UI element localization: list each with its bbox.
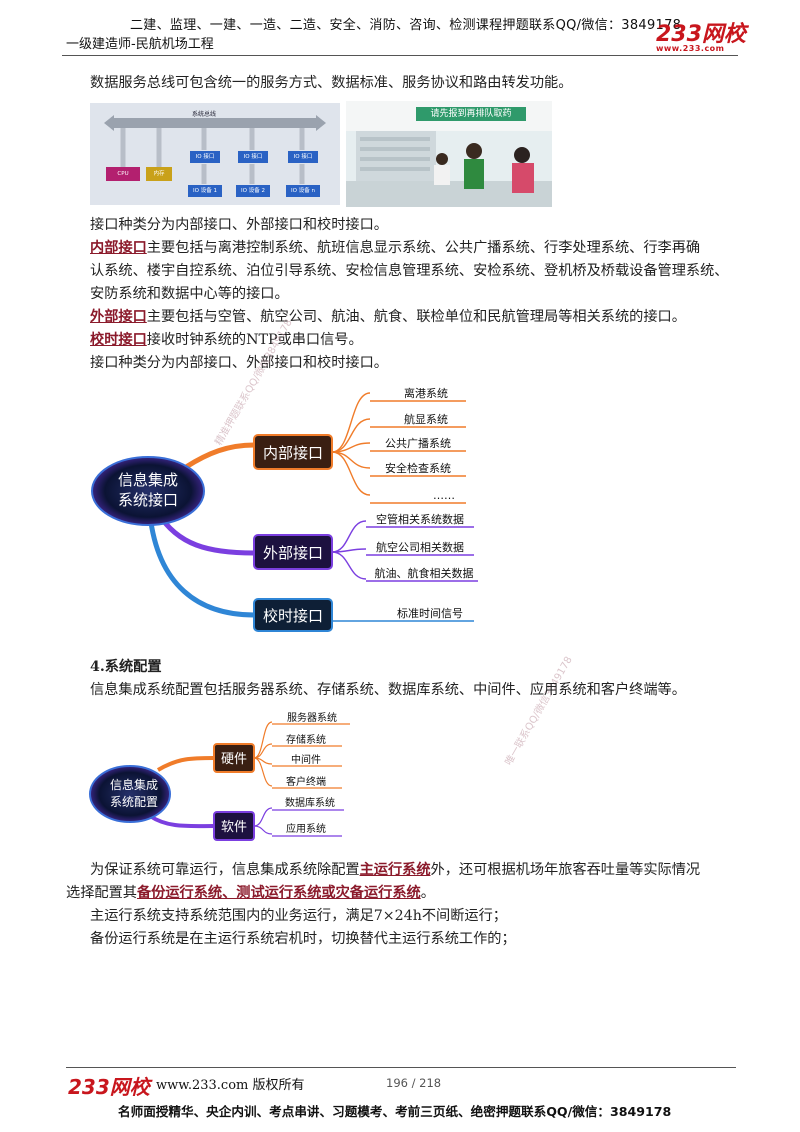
bus-title: 系统总线 <box>192 111 217 118</box>
paragraph-internal-line1: 内部接口主要包括与离港控制系统、航班信息显示系统、公共广播系统、行李处理系统、行… <box>90 237 700 260</box>
brand-logo-text: 233网校 <box>656 22 746 47</box>
term-backup-systems: 备份运行系统、测试运行系统或灾备运行系统 <box>136 885 421 901</box>
timing-text: 接收时钟系统的NTP或串口信号。 <box>146 332 363 348</box>
mm2-leaf-software-2: 应用系统 <box>286 822 326 835</box>
bus-arrows <box>104 115 326 131</box>
io-device-2: IO 设备 2 <box>236 185 270 197</box>
section4-text: 信息集成系统配置包括服务器系统、存储系统、数据库系统、中间件、应用系统和客户终端… <box>90 682 686 698</box>
mm2-center-line1: 信息集成 <box>110 777 158 792</box>
bus-diagram-figure: 系统总线 CPU 内存 IO 接口 IO 接口 IO 接口 IO 设备 1 IO… <box>90 103 340 205</box>
mm1-leaf-external-1: 空管相关系统数据 <box>376 512 464 526</box>
mm1-center-line2: 系统接口 <box>118 491 178 509</box>
internal-text-1: 主要包括与离港控制系统、航班信息显示系统、公共广播系统、行李处理系统、行李再确 <box>146 240 701 256</box>
reliability-text-a: 为保证系统可靠运行，信息集成系统除配置 <box>90 862 360 878</box>
mm1-center-line1: 信息集成 <box>118 471 178 489</box>
paragraph-interface-types: 接口种类分为内部接口、外部接口和校时接口。 <box>90 217 388 233</box>
reliability-text-c: 选择配置其 <box>66 885 137 901</box>
footer-contact-line: 名师面授精华、央企内训、考点串讲、习题模考、考前三页纸、绝密押题联系QQ/微信：… <box>118 1104 672 1119</box>
photo-illustration <box>346 101 552 207</box>
paragraph-internal-line3: 安防系统和数据中心等的接口。 <box>90 286 289 302</box>
brand-logo: 233网校 www.233.com <box>656 16 746 53</box>
paragraph-bus: 数据服务总线可包含统一的服务方式、数据标准、服务协议和路由转发功能。 <box>90 75 573 91</box>
mm1-node-timing-label: 校时接口 <box>263 607 323 625</box>
mm2-node-hardware-label: 硬件 <box>221 752 247 767</box>
mm1-leaf-internal-5: …… <box>433 489 455 502</box>
paragraph-external: 外部接口主要包括与空管、航空公司、航油、航食、联检单位和民航管理局等相关系统的接… <box>90 306 686 329</box>
mm1-leaf-internal-2: 航显系统 <box>404 412 448 426</box>
io-device-n: IO 设备 n <box>286 185 320 197</box>
mm1-branch-internal-curve <box>184 442 255 470</box>
mm2-node-software-label: 软件 <box>221 820 247 835</box>
section4-title: 4.系统配置 <box>90 659 162 675</box>
mm2-leaf-hardware-2: 存储系统 <box>286 733 326 746</box>
mm2-branch-hardware-curve <box>156 756 215 772</box>
paragraph-reliability-line1: 为保证系统可靠运行，信息集成系统除配置主运行系统外，还可根据机场年旅客吞吐量等实… <box>90 859 700 882</box>
reliability-text-d: 。 <box>420 885 435 901</box>
mm1-leaf-external-2: 航空公司相关数据 <box>376 540 464 554</box>
page-number: 196 / 218 <box>386 1076 442 1090</box>
mm2-center-node <box>89 765 171 823</box>
memory-chip: 内存 <box>146 167 172 181</box>
mm1-leaf-external-3: 航油、航食相关数据 <box>375 566 474 580</box>
bus-bar <box>112 118 318 128</box>
external-text: 主要包括与空管、航空公司、航油、航食、联检单位和民航管理局等相关系统的接口。 <box>146 309 686 325</box>
header-top-line: 二建、监理、一建、一造、二造、安全、消防、咨询、检测课程押题联系QQ/微信：38… <box>130 18 682 33</box>
mm2-leaf-hardware-3: 中间件 <box>291 753 321 766</box>
bus-connectors <box>120 128 305 184</box>
mm1-internal-connectors <box>331 392 466 504</box>
mindmap-configuration: 信息集成 系统配置 硬件 服务器系统 存储系统 中间件 客户终端 软件 数据库系… <box>89 711 350 841</box>
service-counter-photo: 请先报到再排队取药 <box>346 101 552 207</box>
watermark-2: 唯一联系QQ/微信3849178 <box>503 654 575 768</box>
term-external-interface: 外部接口 <box>90 309 147 325</box>
header-divider <box>62 55 738 56</box>
io-port-1: IO 接口 <box>190 151 220 163</box>
mm1-leaf-internal-1: 离港系统 <box>404 386 448 400</box>
footer-logo: 233网校 <box>68 1075 150 1099</box>
term-main-system: 主运行系统 <box>359 862 431 878</box>
io-device-1: IO 设备 1 <box>188 185 222 197</box>
io-port-2: IO 接口 <box>238 151 268 163</box>
mindmap-interfaces: 信息集成 系统接口 内部接口 离港系统 航显系统 公共广播系统 安全检查系统 …… <box>91 386 478 632</box>
mm1-node-internal-label: 内部接口 <box>263 444 323 462</box>
mm1-node-timing <box>253 598 333 632</box>
io-port-n: IO 接口 <box>288 151 318 163</box>
footer-url: www.233.com 版权所有 <box>156 1078 305 1093</box>
mm2-branch-software-curve <box>148 814 215 829</box>
mm2-leaf-hardware-4: 客户终端 <box>286 775 326 788</box>
mm1-external-connectors <box>331 520 478 582</box>
paragraph-interface-types-repeat: 接口种类分为内部接口、外部接口和校时接口。 <box>90 355 388 371</box>
paragraph-reliability-line2: 选择配置其备份运行系统、测试运行系统或灾备运行系统。 <box>66 882 435 905</box>
mm2-hardware-connectors <box>253 721 350 789</box>
term-internal-interface: 内部接口 <box>90 240 147 256</box>
paragraph-backup-system: 备份运行系统是在主运行系统宕机时，切换替代主运行系统工作的； <box>90 931 516 947</box>
header-subtitle: 一级建造师-民航机场工程 <box>66 37 214 52</box>
mm1-center-node <box>91 456 205 526</box>
mm2-center-line2: 系统配置 <box>110 795 158 809</box>
paragraph-internal-line2: 认系统、楼宇自控系统、泊位引导系统、安检信息管理系统、安检系统、登机桥及桥载设备… <box>90 263 729 279</box>
mm1-leaf-timing-1: 标准时间信号 <box>397 606 463 620</box>
mm1-leaf-internal-4: 安全检查系统 <box>385 461 451 475</box>
mm1-node-external-label: 外部接口 <box>263 544 323 562</box>
footer-divider <box>66 1067 736 1068</box>
mm1-leaf-internal-3: 公共广播系统 <box>385 436 451 450</box>
mm2-software-connectors <box>253 807 344 837</box>
paragraph-timing: 校时接口接收时钟系统的NTP或串口信号。 <box>90 329 363 352</box>
photo-sign-text: 请先报到再排队取药 <box>430 109 512 119</box>
cpu-chip: CPU <box>106 167 140 181</box>
mm2-leaf-hardware-1: 服务器系统 <box>287 711 337 724</box>
term-timing-interface: 校时接口 <box>90 332 147 348</box>
paragraph-main-system: 主运行系统支持系统范围内的业务运行，满足7×24h不间断运行； <box>90 908 507 924</box>
mm2-leaf-software-1: 数据库系统 <box>285 796 335 809</box>
mm1-branch-timing-curve <box>147 514 255 618</box>
brand-logo-url: www.233.com <box>656 44 725 53</box>
reliability-text-b: 外，还可根据机场年旅客吞吐量等实际情况 <box>430 862 701 878</box>
